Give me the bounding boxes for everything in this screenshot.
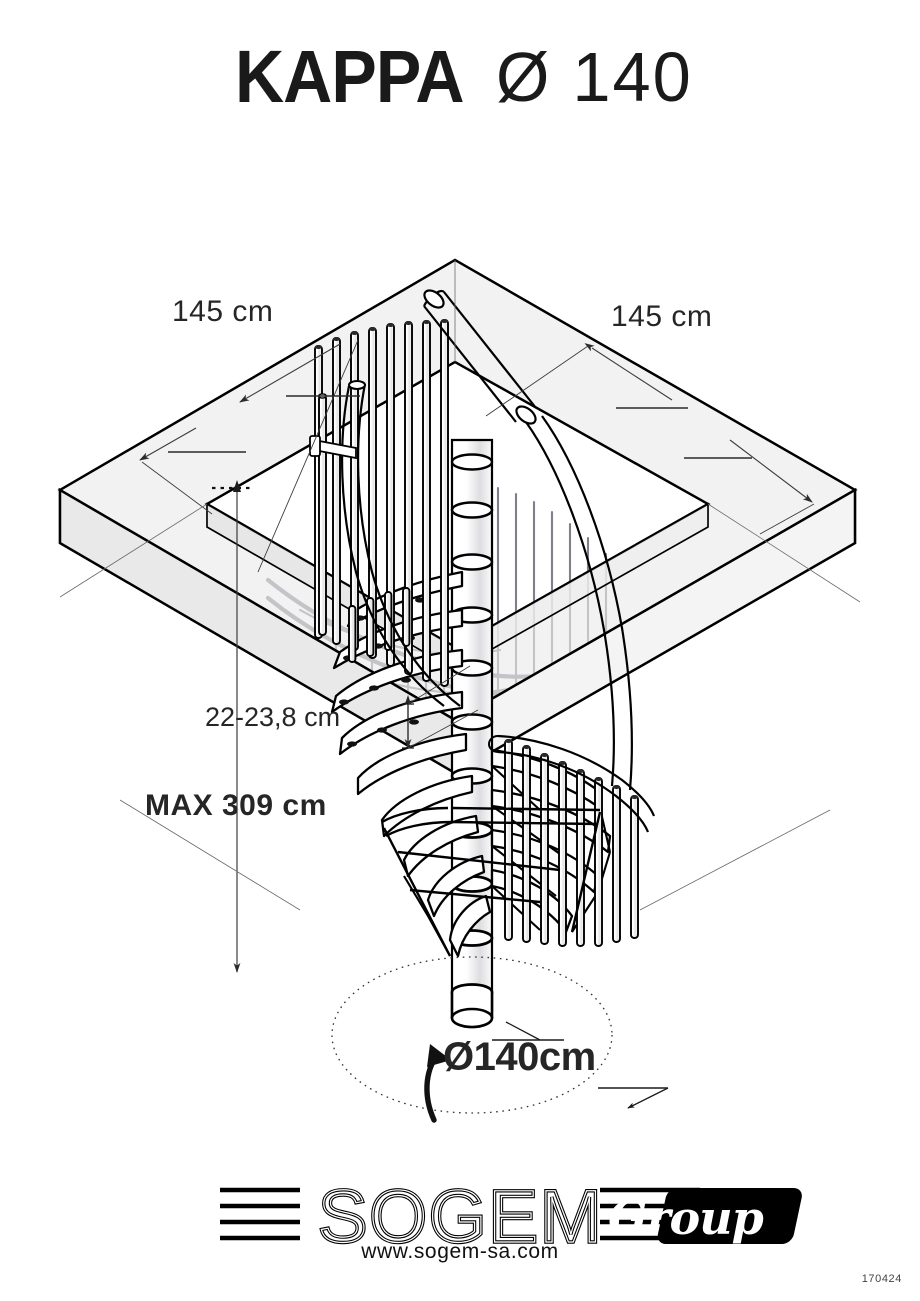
dim-riser-arrow — [402, 665, 479, 749]
column-base — [450, 1007, 494, 1029]
logo-rules-left — [220, 1187, 300, 1241]
main-handrail — [423, 289, 634, 791]
dimension-label-max-height: MAX 309 cm — [145, 789, 327, 822]
footprint-circle — [331, 956, 613, 1114]
dim-line-left-upper — [239, 343, 341, 403]
sogem-logo: SOGEM SOGEM Group — [220, 1173, 802, 1260]
landing-post-and-rail — [309, 380, 461, 707]
lower-handrail-arc — [488, 734, 656, 833]
dim-line-left-lower — [139, 427, 197, 461]
logo-wordmark: SOGEM — [318, 1175, 603, 1258]
dimension-lines — [139, 339, 815, 1109]
logo-group-badge: Group — [608, 1188, 802, 1245]
bottom-balustrade-frame — [381, 806, 602, 957]
logo-group-text: Group — [608, 1191, 764, 1245]
spiral-staircase-drawing — [57, 258, 861, 1123]
logo-website-url: www.sogem-sa.com — [361, 1240, 559, 1263]
title-model-name: KAPPA — [235, 35, 465, 118]
dimension-label-diameter: Ø140cm — [443, 1035, 596, 1079]
staircase-foreground — [309, 289, 656, 1029]
dim-line-right-lower — [729, 439, 813, 503]
logo-wordmark-inner: SOGEM — [318, 1175, 603, 1258]
document-code: 170424 — [861, 1273, 902, 1285]
construction-lines — [59, 260, 861, 911]
dim-line-right-upper — [584, 343, 673, 401]
dimension-label-opening-left: 145 cm — [172, 295, 274, 328]
dimension-label-opening-right: 145 cm — [611, 300, 713, 333]
dim-max-height — [233, 481, 241, 973]
rotation-direction-arrow — [424, 1044, 451, 1123]
dimension-label-riser-height: 22-23,8 cm — [205, 702, 341, 732]
page-title: KAPPA Ø 140 — [0, 34, 920, 119]
title-diameter-value: Ø 140 — [495, 37, 693, 116]
